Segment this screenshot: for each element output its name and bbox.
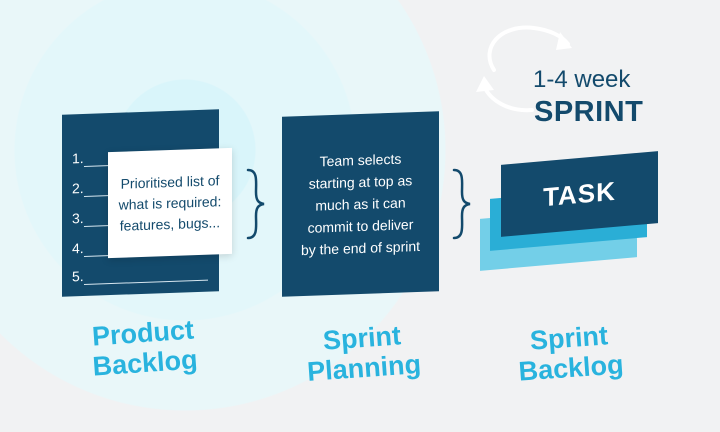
planning-line: by the end of sprint [300, 237, 421, 259]
curly-brace-icon [246, 168, 265, 240]
list-number: 5. [72, 267, 84, 285]
sprint-duration: 1-4 week [533, 66, 631, 93]
sprint-planning-label: Sprint Planning [296, 319, 430, 388]
curly-brace-icon [452, 168, 471, 240]
task-card: TASK [501, 151, 658, 237]
cycle-arrows-icon [476, 25, 572, 113]
sprint-planning-card: Team selects starting at top as much as … [282, 111, 439, 297]
list-number: 2. [72, 179, 84, 197]
note-line: what is required: [118, 192, 222, 213]
sprint-backlog-label: Sprint Backlog [508, 319, 632, 387]
list-number: 3. [72, 209, 84, 227]
list-number: 4. [72, 239, 84, 257]
note-line: features, bugs... [119, 213, 221, 234]
list-line [84, 279, 208, 285]
task-label: TASK [543, 175, 616, 212]
sprint-title: SPRINT [534, 96, 644, 128]
product-backlog-label: Product Backlog [82, 314, 206, 382]
note-line: Prioritised list of [120, 171, 220, 192]
list-number: 1. [72, 149, 84, 167]
backlog-note: Prioritised list of what is required: fe… [108, 147, 232, 259]
